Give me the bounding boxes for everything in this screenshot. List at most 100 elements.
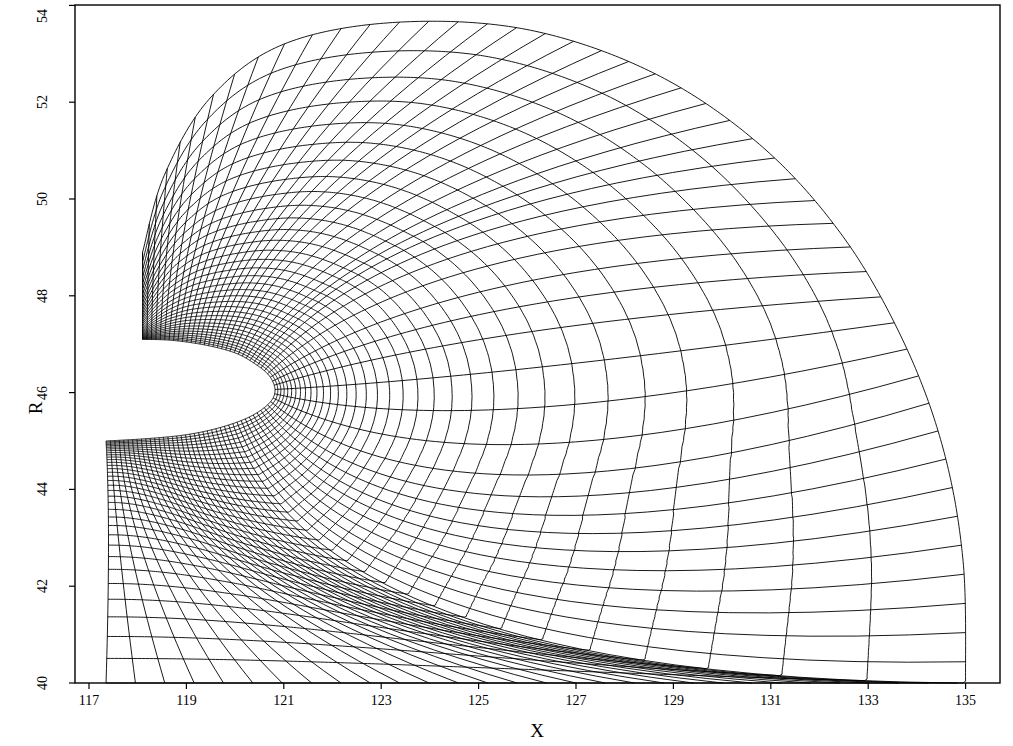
grid-line <box>253 415 961 571</box>
grid-line <box>273 376 918 445</box>
grid-line <box>106 339 278 442</box>
grid-line <box>107 316 324 475</box>
grid-line <box>107 296 356 504</box>
axis-tick-label: 44 <box>35 482 50 496</box>
grid-line <box>108 250 434 560</box>
grid-line <box>222 34 546 349</box>
grid-line <box>108 142 645 650</box>
axis-tick-label: 131 <box>760 693 781 708</box>
tick-mark <box>575 683 576 689</box>
grid-mesh <box>106 21 966 683</box>
grid-line <box>249 417 964 591</box>
grid-line <box>196 24 371 343</box>
axis-tick-label: 48 <box>35 289 50 303</box>
grid-line <box>226 41 574 350</box>
grid-line <box>275 349 907 411</box>
grid-line <box>204 21 429 345</box>
grid-line <box>107 311 331 481</box>
grid-line <box>268 405 938 497</box>
grid-line <box>275 323 894 390</box>
grid-line <box>257 413 957 552</box>
axis-tick-label: 123 <box>371 693 392 708</box>
grid-line <box>106 21 966 683</box>
axis-tick-label: 54 <box>35 9 50 23</box>
tick-mark <box>69 392 75 393</box>
grid-line <box>107 326 306 459</box>
grid-line <box>107 77 793 675</box>
grid-line <box>108 101 734 669</box>
grid-line <box>174 74 235 340</box>
axis-tick-label: 127 <box>566 693 587 708</box>
grid-line <box>108 240 452 571</box>
grid-line <box>108 123 687 660</box>
grid-line <box>190 434 664 683</box>
tick-mark <box>69 5 75 6</box>
grid-line <box>237 422 966 662</box>
grid-line <box>108 268 403 540</box>
grid-line <box>108 191 544 617</box>
grid-line <box>108 290 367 513</box>
grid-line <box>108 160 608 639</box>
boundary-line <box>142 252 143 339</box>
axis-tick-label: 121 <box>273 693 294 708</box>
grid-line <box>216 429 840 683</box>
grid-line <box>108 230 472 583</box>
axis-title: X <box>530 720 544 741</box>
axis-tick-label: 117 <box>79 693 99 708</box>
grid-line <box>108 276 390 531</box>
axis-tick-label: 133 <box>858 693 879 708</box>
grid-line <box>107 301 347 495</box>
axis-tick-label: 119 <box>176 693 196 708</box>
axis-tick-label: 46 <box>35 386 50 400</box>
grid-line <box>107 307 338 489</box>
grid-line <box>270 247 850 377</box>
grid-line <box>150 438 399 683</box>
tick-mark <box>673 683 674 689</box>
grid-line <box>217 28 516 348</box>
tick-mark <box>478 683 479 689</box>
tick-mark <box>381 683 382 689</box>
tick-mark <box>69 198 75 199</box>
axis-tick-label: 40 <box>35 676 50 690</box>
tick-mark <box>186 683 187 689</box>
grid-line <box>264 408 946 516</box>
grid-line <box>209 22 459 346</box>
grid-line <box>106 333 291 448</box>
tick-mark <box>69 102 75 103</box>
tick-mark <box>69 586 75 587</box>
grid-line <box>106 331 295 451</box>
axis-title: R <box>25 402 46 415</box>
grid-line <box>108 176 574 628</box>
grid-line <box>233 424 958 683</box>
axis-tick-label: 50 <box>35 192 50 206</box>
grid-line <box>182 44 284 342</box>
tick-mark <box>965 683 966 689</box>
tick-mark <box>69 489 75 490</box>
axis-tick-label: 129 <box>663 693 684 708</box>
tick-mark <box>88 683 89 689</box>
grid-line <box>106 441 108 683</box>
tick-mark <box>770 683 771 689</box>
tick-mark <box>69 682 75 683</box>
grid-line <box>106 335 287 446</box>
grid-line <box>107 51 872 681</box>
grid-line <box>229 425 929 683</box>
grid-line <box>108 283 378 521</box>
grid-line <box>230 51 601 352</box>
tick-mark <box>283 683 284 689</box>
grid-line <box>271 402 929 475</box>
grid-line <box>108 205 518 605</box>
grid-line <box>107 329 301 455</box>
axis-tick-label: 135 <box>955 693 976 708</box>
tick-mark <box>69 295 75 296</box>
axis-tick-label: 42 <box>35 579 50 593</box>
axes-frame <box>69 5 1000 689</box>
grid-line <box>155 438 429 683</box>
grid-line <box>106 338 281 444</box>
axis-tick-label: 52 <box>35 95 50 109</box>
grid-line <box>261 179 795 368</box>
grid-line <box>107 323 311 464</box>
grid-line <box>108 218 494 594</box>
grid-line <box>268 223 834 373</box>
